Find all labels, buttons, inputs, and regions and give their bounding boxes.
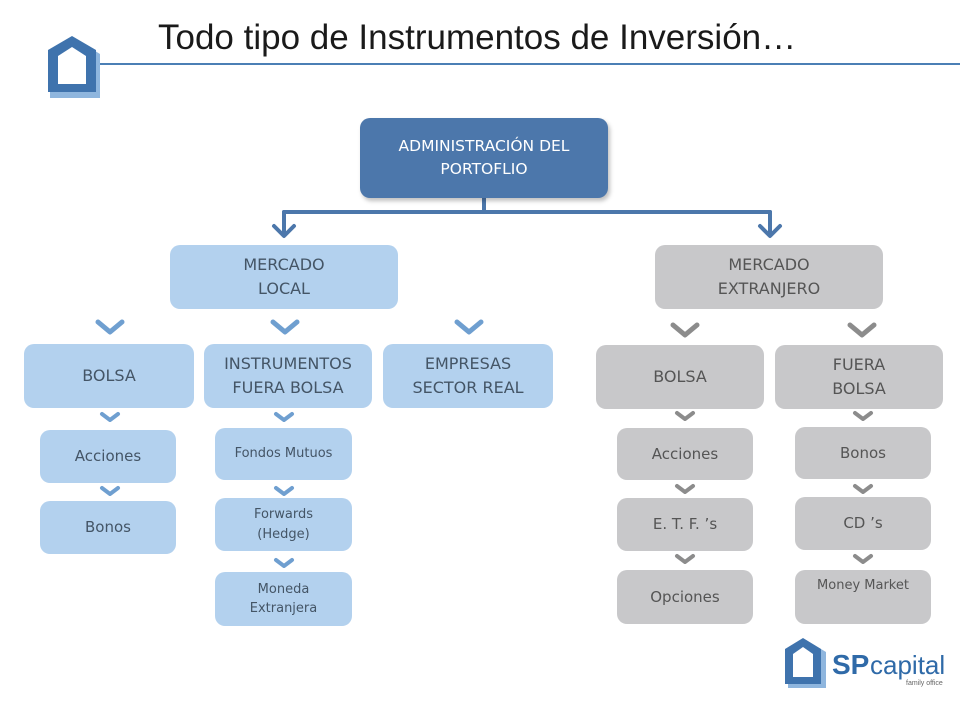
- node-label: FUERA BOLSA: [832, 355, 886, 398]
- local-bolsa-node: BOLSA: [24, 344, 194, 408]
- page-title: Todo tipo de Instrumentos de Inversión…: [158, 18, 797, 57]
- portfolio-root-node: ADMINISTRACIÓN DEL PORTOFLIO: [360, 118, 608, 198]
- node-label: MERCADO EXTRANJERO: [717, 255, 821, 298]
- sp-capital-logo: SP capital family office: [785, 638, 945, 688]
- node-label: ADMINISTRACIÓN DEL PORTOFLIO: [398, 136, 570, 178]
- chevron-down-icon: [853, 411, 873, 421]
- brand-sp: SP: [832, 649, 869, 680]
- chevron-down-icon: [95, 319, 125, 335]
- chevron-down-icon: [675, 411, 695, 421]
- chevron-down-icon: [454, 319, 484, 335]
- opciones-node: Opciones: [617, 570, 753, 624]
- node-label: Fondos Mutuos: [234, 446, 333, 462]
- node-label: Bonos: [85, 518, 131, 537]
- chevron-down-icon: [675, 554, 695, 564]
- foreign-bonos-node: Bonos: [795, 427, 931, 479]
- node-label: Forwards (Hedge): [253, 507, 314, 542]
- foreign-bolsa-node: BOLSA: [596, 345, 764, 409]
- etfs-node: E. T. F. ’s: [617, 498, 753, 551]
- moneda-extranjera-node: Moneda Extranjera: [215, 572, 352, 626]
- brand-tagline: family office: [906, 680, 943, 687]
- chevron-down-icon: [853, 484, 873, 494]
- foreign-acciones-node: Acciones: [617, 428, 753, 480]
- fondos-mutuos-node: Fondos Mutuos: [215, 428, 352, 480]
- cds-node: CD ’s: [795, 497, 931, 550]
- chevron-down-icon: [670, 322, 700, 338]
- node-label: Acciones: [651, 444, 719, 463]
- chevron-down-icon: [100, 486, 120, 496]
- node-label: EMPRESAS SECTOR REAL: [412, 354, 524, 397]
- local-fuera-bolsa-node: INSTRUMENTOS FUERA BOLSA: [204, 344, 372, 408]
- local-market-node: MERCADO LOCAL: [170, 245, 398, 309]
- brand-capital: capital: [870, 650, 945, 680]
- node-label: MERCADO LOCAL: [243, 255, 325, 298]
- node-label: BOLSA: [653, 367, 707, 386]
- money-market-node: Money Market: [795, 570, 931, 624]
- node-label: Moneda Extranjera: [249, 581, 318, 617]
- chevron-down-icon: [270, 319, 300, 335]
- title-underline: [100, 63, 960, 65]
- house-logo-icon: [48, 36, 100, 98]
- local-acciones-node: Acciones: [40, 430, 176, 483]
- node-label: Opciones: [650, 587, 720, 606]
- chevron-down-icon: [853, 554, 873, 564]
- chevron-down-icon: [100, 412, 120, 422]
- node-label: BOLSA: [82, 366, 136, 385]
- chevron-down-icon: [274, 486, 294, 496]
- chevron-down-icon: [675, 484, 695, 494]
- node-label: CD ’s: [843, 514, 883, 533]
- local-bonos-node: Bonos: [40, 501, 176, 554]
- local-empresas-node: EMPRESAS SECTOR REAL: [383, 344, 553, 408]
- chevron-down-icon: [274, 412, 294, 422]
- node-label: E. T. F. ’s: [652, 515, 718, 534]
- foreign-market-node: MERCADO EXTRANJERO: [655, 245, 883, 309]
- node-label: INSTRUMENTOS FUERA BOLSA: [224, 354, 352, 397]
- chevron-down-icon: [274, 558, 294, 568]
- forwards-node: Forwards (Hedge): [215, 498, 352, 551]
- chevron-down-icon: [847, 322, 877, 338]
- node-label: Acciones: [74, 447, 142, 466]
- node-label: Bonos: [840, 443, 886, 462]
- node-label: Money Market: [817, 578, 909, 593]
- foreign-fuera-bolsa-node: FUERA BOLSA: [775, 345, 943, 409]
